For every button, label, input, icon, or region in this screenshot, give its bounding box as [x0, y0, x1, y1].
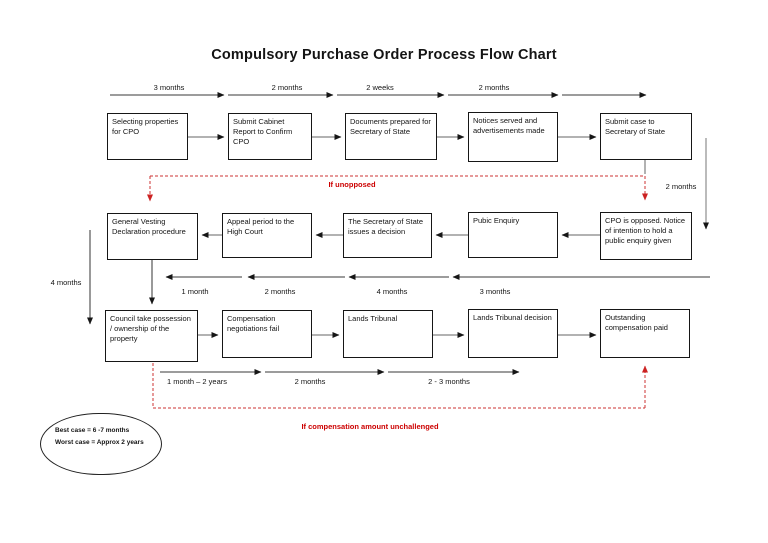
step-compensation-fail: Compensation negotiations fail	[222, 310, 312, 358]
duration-mid-4: 3 months	[479, 287, 511, 296]
step-submit-case: Submit case to Secretary of State	[600, 113, 692, 160]
step-general-vesting: General Vesting Declaration procedure	[107, 213, 198, 260]
step-appeal-period: Appeal period to the High Court	[222, 213, 312, 258]
page-title: Compulsory Purchase Order Process Flow C…	[211, 47, 557, 63]
if-unopposed-dashed-route	[147, 160, 648, 202]
if-unchallenged-dashed-route	[152, 363, 648, 409]
step-notices-served: Notices served and advertisements made	[468, 112, 558, 162]
step-selecting-properties: Selecting properties for CPO	[107, 113, 188, 160]
step-cpo-opposed: CPO is opposed. Notice of intention to h…	[600, 212, 692, 260]
duration-top-4: 2 months	[478, 83, 510, 92]
vesting-to-council-arrows	[87, 230, 155, 325]
duration-top-3: 2 weeks	[366, 83, 394, 92]
step-council-possession: Council take possession / ownership of t…	[105, 310, 198, 362]
duration-mid-3: 4 months	[376, 287, 408, 296]
condition-if-unchallenged: If compensation amount unchallenged	[301, 422, 439, 431]
step-secretary-decision: The Secretary of State issues a decision	[343, 213, 432, 258]
step-documents-prepared: Documents prepared for Secretary of Stat…	[345, 113, 437, 160]
summary-note-ellipse: Best case = 6 -7 months Worst case = App…	[40, 413, 162, 475]
duration-bot-3: 2 - 3 months	[428, 377, 470, 386]
condition-if-unopposed: If unopposed	[328, 180, 376, 189]
step-public-enquiry: Pubic Enquiry	[468, 212, 558, 258]
duration-submit-to-opposed: 2 months	[665, 182, 697, 191]
duration-top-1: 3 months	[153, 83, 185, 92]
duration-bot-2: 2 months	[294, 377, 326, 386]
step-lands-tribunal: Lands Tribunal	[343, 310, 433, 358]
step-submit-cabinet-report: Submit Cabinet Report to Confirm CPO	[228, 113, 312, 160]
duration-mid-2: 2 months	[264, 287, 296, 296]
duration-vesting-to-possession: 4 months	[50, 278, 82, 287]
duration-mid-1: 1 month	[181, 287, 209, 296]
duration-top-2: 2 months	[271, 83, 303, 92]
step-outstanding-compensation: Outstanding compensation paid	[600, 309, 690, 358]
worst-case-text: Worst case = Approx 2 years	[55, 439, 144, 447]
duration-bot-1: 1 month – 2 years	[166, 377, 228, 386]
step-lands-tribunal-decision: Lands Tribunal decision	[468, 309, 558, 358]
best-case-text: Best case = 6 -7 months	[55, 427, 130, 434]
